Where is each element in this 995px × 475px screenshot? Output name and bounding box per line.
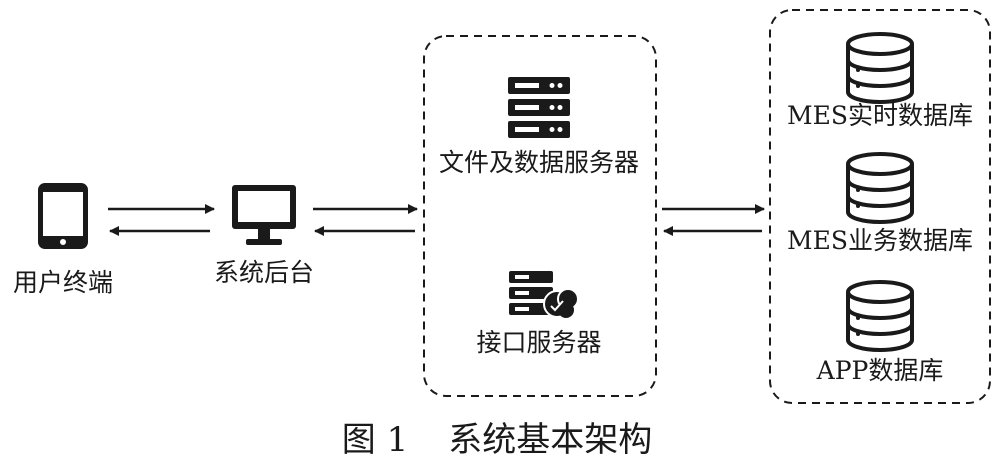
file-data-server-label: 文件及数据服务器: [438, 148, 640, 177]
mes-business-db-label: MES业务数据库: [787, 226, 973, 255]
mes-realtime-db-label: MES实时数据库: [787, 101, 973, 130]
figure-number: 图 1: [341, 420, 409, 460]
smartphone-icon: [38, 183, 88, 249]
interface-server-label: 接口服务器: [476, 328, 602, 357]
app-db-label: APP数据库: [816, 356, 944, 385]
server-cloud-icon: [509, 271, 579, 318]
figure-caption: 图 1 系统基本架构: [342, 420, 652, 460]
backend-label: 系统后台: [213, 258, 315, 287]
figure-title: 系统基本架构: [448, 420, 653, 460]
database-group-box: [769, 9, 991, 404]
server-rack-icon: [508, 77, 570, 138]
database-icon-app: [846, 280, 914, 352]
user-terminal-label: 用户终端: [12, 268, 114, 297]
database-icon-mes-realtime: [846, 32, 914, 104]
monitor-icon: [232, 185, 296, 245]
server-group-box: [423, 35, 657, 397]
database-icon-mes-business: [846, 152, 914, 224]
